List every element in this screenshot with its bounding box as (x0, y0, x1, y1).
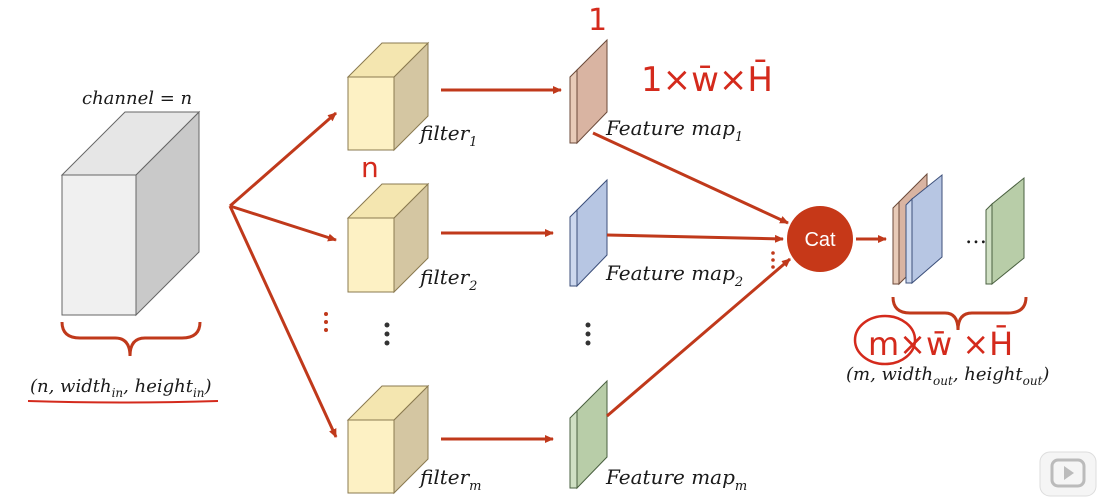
play-watermark-icon (1039, 451, 1097, 497)
branch-arrow-1 (229, 111, 337, 208)
filter-dots (384, 322, 390, 346)
annotation-one: 1 (588, 3, 607, 38)
feature-map-m-label: Feature mapm (605, 465, 747, 494)
output-map-m (985, 176, 1025, 286)
output-shape-label: (m, widthout, heightout) (846, 364, 1049, 388)
output-ellipsis: … (965, 224, 987, 249)
input-brace (60, 321, 202, 357)
filter-m-label: filterm (418, 465, 482, 494)
map-m-to-cat-arrow (606, 257, 791, 418)
filter-2-cube (346, 182, 430, 294)
branch-arrow-2 (229, 204, 337, 242)
input-tensor-cube (60, 110, 201, 317)
cat-label: Cat (804, 229, 836, 251)
annotation-m-circle (853, 314, 917, 366)
feature-map-2 (569, 178, 608, 288)
annotation-m-w-h: m×w̄ ×H̄ (868, 324, 1013, 363)
annotation-one-w-h: 1×w̄×H̄ (641, 59, 773, 100)
filter-1-label: filter1 (418, 121, 477, 150)
filter-1-cube (346, 41, 430, 152)
filter-2-label: filter2 (418, 265, 477, 294)
input-shape-label: (n, widthin, heightin) (30, 376, 212, 400)
input-shape-underline (27, 400, 219, 404)
channel-label: channel = n (82, 88, 192, 109)
annotation-n: n (361, 151, 379, 184)
cat-input-dots (771, 251, 775, 269)
map-1-to-cat-arrow (592, 131, 789, 225)
filter-m-cube (346, 384, 430, 495)
feature-map-dots (585, 322, 591, 346)
feature-map-2-label: Feature map2 (605, 261, 743, 290)
branch-dots (324, 312, 328, 332)
feature-map-1 (569, 38, 608, 145)
branch-arrow-m (228, 205, 338, 438)
output-map-2 (905, 173, 943, 285)
output-brace (891, 296, 1028, 331)
map-2-to-cat-arrow (606, 233, 784, 243)
feature-map-1-label: Feature map1 (605, 116, 743, 145)
cat-node (787, 206, 853, 272)
feature-map-m (569, 379, 608, 490)
